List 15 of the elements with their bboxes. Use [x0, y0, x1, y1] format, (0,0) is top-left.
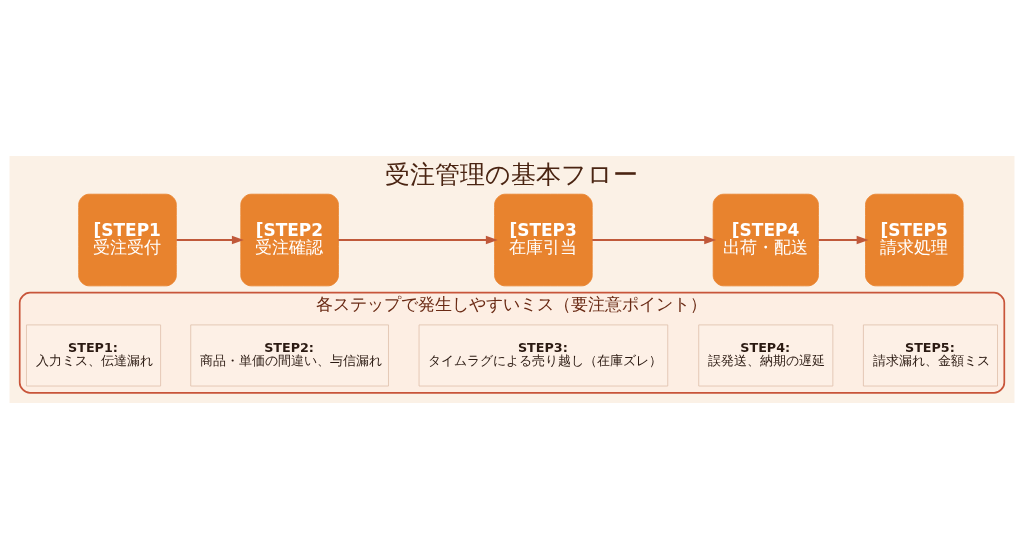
arrow: [818, 235, 869, 244]
diagram-title: 受注管理の基本フロー: [385, 158, 639, 189]
arrow: [338, 235, 498, 244]
node-box: STEP2: 商品・単価の間違い、与信漏れ: [190, 324, 389, 386]
node-box: [STEP1 受注受付: [78, 193, 177, 286]
node-box: [STEP2 受注確認: [240, 193, 339, 286]
node-box: STEP1: 入力ミス、伝達漏れ: [26, 324, 162, 386]
node-box: [STEP5 請求処理: [865, 193, 964, 286]
node-box: STEP4: 誤発送、納期の遅延: [698, 324, 834, 386]
node-box: STEP5: 請求漏れ、金額ミス: [862, 324, 998, 386]
arrow: [592, 235, 717, 244]
node-box: STEP3: タイムラグによる売り越し（在庫ズレ）: [418, 324, 669, 386]
node-box: [STEP4 出荷・配送: [712, 193, 819, 286]
arrow: [176, 235, 244, 244]
node-box: [STEP3 在庫引当: [494, 193, 593, 286]
